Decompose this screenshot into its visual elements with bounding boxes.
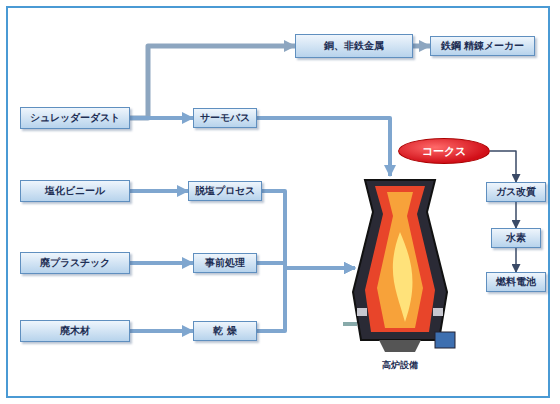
node-label: 水素: [506, 232, 526, 244]
node-label: 廃プラスチック: [40, 257, 110, 269]
product-box: 水素: [491, 228, 541, 248]
process-box: 乾 燥: [193, 321, 257, 341]
blast-furnace: 高炉設備: [335, 172, 465, 372]
process-box: 事前処理: [193, 253, 257, 273]
node-label: シュレッダーダスト: [30, 112, 120, 124]
node-label: 塩化ビニール: [45, 185, 105, 197]
furnace-illustration: [335, 172, 465, 372]
node-label: コークス: [422, 144, 466, 159]
node-label: 鉄鋼 精錬メーカー: [441, 40, 524, 52]
node-label: 乾 燥: [213, 325, 236, 337]
flow-arrow: [490, 151, 516, 182]
furnace-caption: 高炉設備: [335, 359, 465, 372]
flow-arrow: [130, 261, 193, 265]
node-label: 脱塩プロセス: [195, 185, 255, 197]
product-box: 銅、非鉄金属: [295, 34, 413, 58]
source-box: 廃木材: [20, 320, 130, 342]
node-label: 廃木材: [60, 325, 90, 337]
node-label: 銅、非鉄金属: [324, 40, 384, 52]
source-box: シュレッダーダスト: [20, 107, 130, 129]
flow-arrow: [257, 118, 390, 176]
process-box: サーモバス: [193, 108, 257, 128]
source-box: 廃プラスチック: [20, 252, 130, 274]
node-label: サーモバス: [200, 112, 250, 124]
product-box: 燃料電池: [486, 272, 546, 292]
flow-arrow: [515, 248, 517, 272]
maker-box: 鉄鋼 精錬メーカー: [430, 36, 535, 56]
flow-arrow: [130, 329, 193, 333]
coke-oval: コークス: [398, 138, 490, 164]
flow-arrow: [413, 44, 430, 49]
flow-arrow: [515, 202, 517, 228]
flow-arrow: [262, 191, 355, 268]
process-box: 脱塩プロセス: [188, 181, 262, 201]
flow-arrow: [130, 116, 193, 120]
source-box: 塩化ビニール: [20, 180, 130, 202]
node-label: 事前処理: [205, 257, 245, 269]
flow-arrow: [130, 189, 188, 193]
flow-arrow: [257, 268, 355, 331]
node-label: ガス改質: [496, 186, 536, 198]
process-box: ガス改質: [486, 182, 546, 202]
node-label: 燃料電池: [496, 276, 536, 288]
